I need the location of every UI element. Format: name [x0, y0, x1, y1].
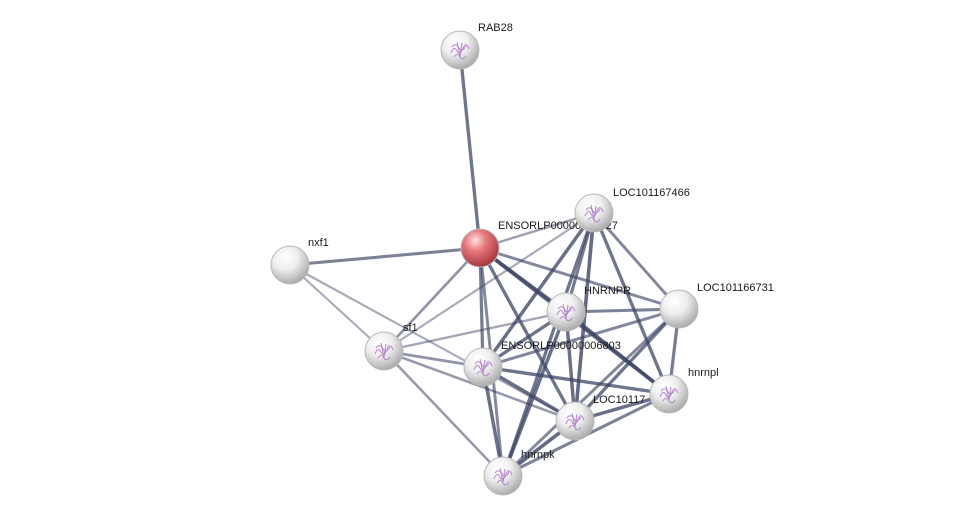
edge-loc466-sf1[interactable]: [382, 211, 596, 353]
node-label-loc10117: LOC10117: [593, 394, 645, 406]
node-label-ensorlp6803: ENSORLP00000006803: [501, 340, 621, 352]
edge-nxf1-sf1[interactable]: [288, 263, 386, 353]
edge-ensorlp227-sf1[interactable]: [382, 246, 482, 353]
node-label-loc731: LOC101166731: [697, 282, 774, 294]
edge-ensorlp227-ensorlp6803[interactable]: [478, 246, 485, 369]
node-loc731[interactable]: LOC101166731: [659, 282, 774, 329]
node-label-hnrnpr: HNRNPR: [584, 285, 631, 297]
protein-structure-icon: [493, 467, 513, 486]
node-loc10117[interactable]: LOC10117: [555, 394, 645, 441]
protein-structure-icon: [374, 342, 394, 361]
edge-ensorlp227-loc731[interactable]: [478, 246, 681, 311]
node-hnrnpr[interactable]: HNRNPR: [546, 285, 631, 332]
edge-rab28-ensorlp227[interactable]: [458, 48, 482, 250]
node-hnrnpk[interactable]: hnrnpk: [483, 449, 555, 496]
edge-hnrnpr-sf1[interactable]: [382, 310, 568, 353]
node-label-hnrnpk: hnrnpk: [521, 449, 555, 461]
edge-loc466-ensorlp6803[interactable]: [481, 211, 596, 369]
edge-hnrnpr-hnrnpl[interactable]: [564, 310, 671, 396]
protein-structure-icon: [450, 41, 470, 60]
edge-sf1-hnrnpk[interactable]: [382, 349, 505, 478]
node-loc466[interactable]: LOC101167466: [574, 187, 690, 233]
edge-loc466-loc731[interactable]: [592, 211, 681, 311]
protein-structure-icon: [584, 204, 604, 223]
node-hnrnpl[interactable]: hnrnpl: [649, 367, 719, 414]
node-label-hnrnpl: hnrnpl: [688, 367, 719, 379]
node-label-loc466: LOC101167466: [613, 187, 690, 199]
node-circle[interactable]: [659, 289, 699, 329]
query-node-circle[interactable]: [460, 228, 500, 268]
node-nxf1[interactable]: nxf1: [270, 237, 329, 285]
node-sf1[interactable]: sf1: [364, 322, 418, 371]
node-circle[interactable]: [270, 245, 310, 285]
edge-loc466-hnrnpl[interactable]: [592, 211, 671, 396]
node-label-sf1: sf1: [403, 322, 418, 334]
edge-ensorlp227-nxf1[interactable]: [288, 246, 482, 267]
protein-structure-icon: [565, 412, 585, 431]
edge-ensorlp227-loc466[interactable]: [478, 211, 596, 250]
node-ensorlp6803[interactable]: ENSORLP00000006803: [463, 340, 621, 387]
edge-ensorlp227-loc10117[interactable]: [478, 246, 577, 423]
edge-loc731-loc10117[interactable]: [573, 307, 681, 423]
protein-structure-icon: [473, 358, 493, 377]
edge-loc731-ensorlp6803[interactable]: [481, 307, 681, 369]
edge-hnrnpr-hnrnpk[interactable]: [501, 310, 568, 478]
nodes-layer: RAB28ENSORLP00000001227LOC101167466nxf1L…: [270, 22, 774, 496]
protein-structure-icon: [556, 303, 576, 322]
node-rab28[interactable]: RAB28: [440, 22, 513, 70]
edge-ensorlp6803-hnrnpl[interactable]: [481, 365, 671, 396]
protein-structure-icon: [659, 385, 679, 404]
node-label-rab28: RAB28: [478, 22, 513, 34]
node-label-nxf1: nxf1: [308, 237, 329, 249]
edge-loc731-hnrnpk[interactable]: [501, 307, 681, 478]
